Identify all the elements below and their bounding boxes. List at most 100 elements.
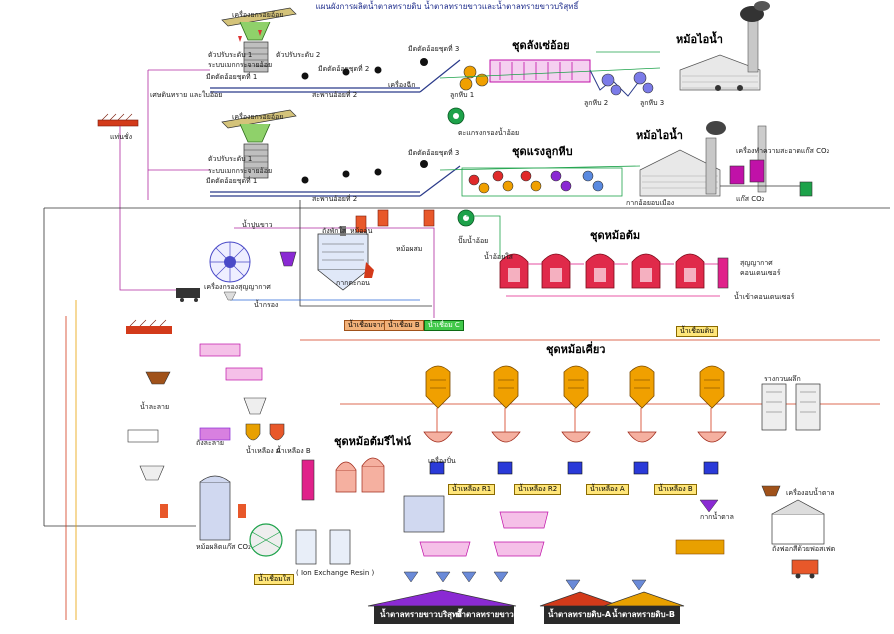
- label-leveler-2: ตัวปรับระดับ 2: [276, 51, 321, 59]
- label-cane-carrier-1: สะพานอ้อยที่ 2: [312, 91, 358, 99]
- section-title-refinery-evaporator: ชุดหม้อต้มรีไฟน์: [334, 435, 411, 448]
- refinery-tanks: [126, 319, 351, 565]
- evaporator-body-icon: [675, 253, 718, 289]
- crystallizer-icon: [697, 431, 727, 443]
- mixer-icon: [279, 251, 297, 267]
- centrifugal-icon: [429, 461, 445, 475]
- tag-molasses-a: น้ำเหลือง A: [586, 484, 629, 495]
- label-centrifugal: เครื่องปั่น: [428, 457, 456, 465]
- label-cane-carrier-2: สะพานอ้อยที่ 2: [312, 195, 358, 203]
- label-heater: หม้ออุ่น: [350, 227, 373, 235]
- condenser-icon: [717, 257, 729, 289]
- tag-molasses-r1: น้ำเหลือง R1: [448, 484, 496, 495]
- label-melter: ถังละลาย: [196, 439, 225, 447]
- clarifier-icon: [317, 226, 369, 291]
- label-carbonation: หม้อผลิตแก๊ส CO₂: [196, 543, 251, 551]
- rotary-filter-icon: [176, 241, 251, 302]
- label-remelt: น้ำละลาย: [140, 403, 170, 411]
- crystallizer-icon: [491, 431, 521, 443]
- label-knife-3b: มีดตัดอ้อยชุดที่ 3: [408, 149, 460, 157]
- boiler-icon: [679, 1, 770, 91]
- label-roller-3: ลูกหีบ 3: [640, 99, 665, 107]
- section-title-boiler-1: หม้อไอน้ำ: [676, 33, 723, 46]
- tag-refined-syrup: น้ำเชื่อมใส: [254, 574, 295, 585]
- label-lime: น้ำปูนขาว: [242, 221, 273, 229]
- label-dryer: เครื่องอบน้ำตาล: [786, 489, 835, 497]
- label-clarifier: ถังพักใส: [322, 227, 347, 235]
- label-leveler-1b: ตัวปรับระดับ 1: [208, 155, 253, 163]
- label-filter-press: เครื่องกรองสุญญากาศ: [204, 283, 271, 291]
- label-conveyor-system-b: ระบบเมกกระจายอ้อย: [208, 167, 273, 175]
- label-knife-1b: มีดตัดอ้อยชุดที่ 1: [206, 177, 258, 185]
- tag-molasses-b: น้ำเหลือง B: [654, 484, 697, 495]
- milling-line-2: [210, 109, 813, 197]
- label-bagasse: กากอ้อยอบเมือง: [626, 199, 675, 207]
- label-molasses-b: น้ำเหลือง B: [276, 447, 311, 455]
- knife-icon: [301, 160, 428, 184]
- label-scale: แท่นชั่ง: [110, 133, 133, 141]
- label-condenser: คอนเดนเซอร์: [740, 269, 781, 277]
- section-title-milling-2: ชุดแรงลูกหีบ: [512, 145, 573, 158]
- boiler-icon: [639, 121, 726, 197]
- knife-icon: [301, 58, 428, 80]
- diagram-title: แผนผังการผลิตน้ำตาลทรายดิบ น้ำตาลทรายขาว…: [315, 2, 579, 11]
- mill-roller-icon: [601, 71, 654, 96]
- vacuum-pan-icon: [425, 365, 451, 409]
- co2-scrubber-icon: [720, 125, 813, 197]
- vacuum-pan-row: [423, 365, 727, 475]
- label-phosphate: ถังฟอกสีด้วยฟอสเฟต: [772, 545, 836, 553]
- crystallizer-icon: [627, 431, 657, 443]
- label-condensate: น้ำเข้าคอนเดนเซอร์: [734, 293, 795, 301]
- label-vacuum: สุญญากาศ: [740, 259, 773, 267]
- tag-syrup-c: น้ำเชื่อม C: [424, 320, 464, 331]
- tag-evaporator-output: น้ำเชื่อมดิบ: [676, 326, 718, 337]
- centrifugal-icon: [497, 461, 513, 475]
- label-mixer: หม้อผสม: [396, 245, 423, 253]
- label-knife-1: มีดตัดอ้อยชุดที่ 1: [206, 73, 258, 81]
- label-cane-unloader-1: เครื่องยกรอยอ้อย: [232, 11, 284, 19]
- pump-icon: [447, 107, 475, 227]
- label-co2-gas: แก๊ส CO₂: [736, 195, 765, 203]
- label-filtrate: น้ำกรอง: [254, 301, 279, 309]
- label-crystallizer: รางกวนผลึก: [764, 375, 801, 383]
- tag-molasses-r2: น้ำเหลือง R2: [514, 484, 562, 495]
- label-final-molasses: กากน้ำตาล: [700, 513, 734, 521]
- section-title-evaporator: ชุดหม้อต้ม: [590, 229, 641, 242]
- vacuum-pan-icon: [699, 365, 725, 409]
- label-cane-unloader-2: เครื่องยกรอยอ้อย: [232, 113, 284, 121]
- section-title-vacuum-pans: ชุดหม้อเคี่ยว: [546, 343, 606, 356]
- section-title-milling-1: ชุดลังเซ่อ้อย: [512, 39, 570, 52]
- evaporator-body-icon: [585, 253, 628, 289]
- heater-icon: [355, 209, 435, 233]
- refinery-evaporator-icon: [301, 457, 385, 501]
- label-mud: กากตะกอน: [336, 279, 370, 287]
- label-knife-2: มีดตัดอ้อยชุดที่ 2: [318, 65, 370, 73]
- label-cane-trash: เศษดินทราย และใบอ้อย: [150, 91, 223, 99]
- cane-unloader-icon: [221, 109, 297, 179]
- crystallizer-icon: [423, 431, 453, 443]
- crystal-product-row: [403, 383, 825, 591]
- centrifugal-icon: [633, 461, 649, 475]
- crystallizer-icon: [561, 431, 591, 443]
- mill-roller-icon: [459, 65, 489, 91]
- label-molasses-a: น้ำเหลือง A: [246, 447, 281, 455]
- label-clear-juice: น้ำอ้อยใส: [484, 253, 513, 261]
- evaporator-body-icon: [541, 253, 584, 289]
- warehouse-row: [367, 589, 685, 624]
- vacuum-pan-icon: [493, 365, 519, 409]
- cane-unloader-icon: [221, 7, 297, 73]
- label-juice-filter: ตะแกรงกรองน้ำอ้อย: [458, 129, 520, 137]
- centrifugal-icon: [703, 461, 719, 475]
- vacuum-pan-icon: [629, 365, 655, 409]
- evaporator-row: [499, 253, 729, 289]
- evaporator-body-icon: [631, 253, 674, 289]
- vacuum-pan-icon: [563, 365, 589, 409]
- warehouse-refined-sugar: น้ำตาลทรายขาวบริสุทธิ์: [380, 610, 463, 619]
- label-leveler-1: ตัวปรับระดับ 1: [208, 51, 253, 59]
- warehouse-white-sugar: น้ำตาลทรายขาว: [456, 610, 514, 619]
- mill-tandem-icon: [468, 170, 604, 194]
- weighbridge-icon: [97, 113, 139, 127]
- milling-line-1: [210, 1, 770, 97]
